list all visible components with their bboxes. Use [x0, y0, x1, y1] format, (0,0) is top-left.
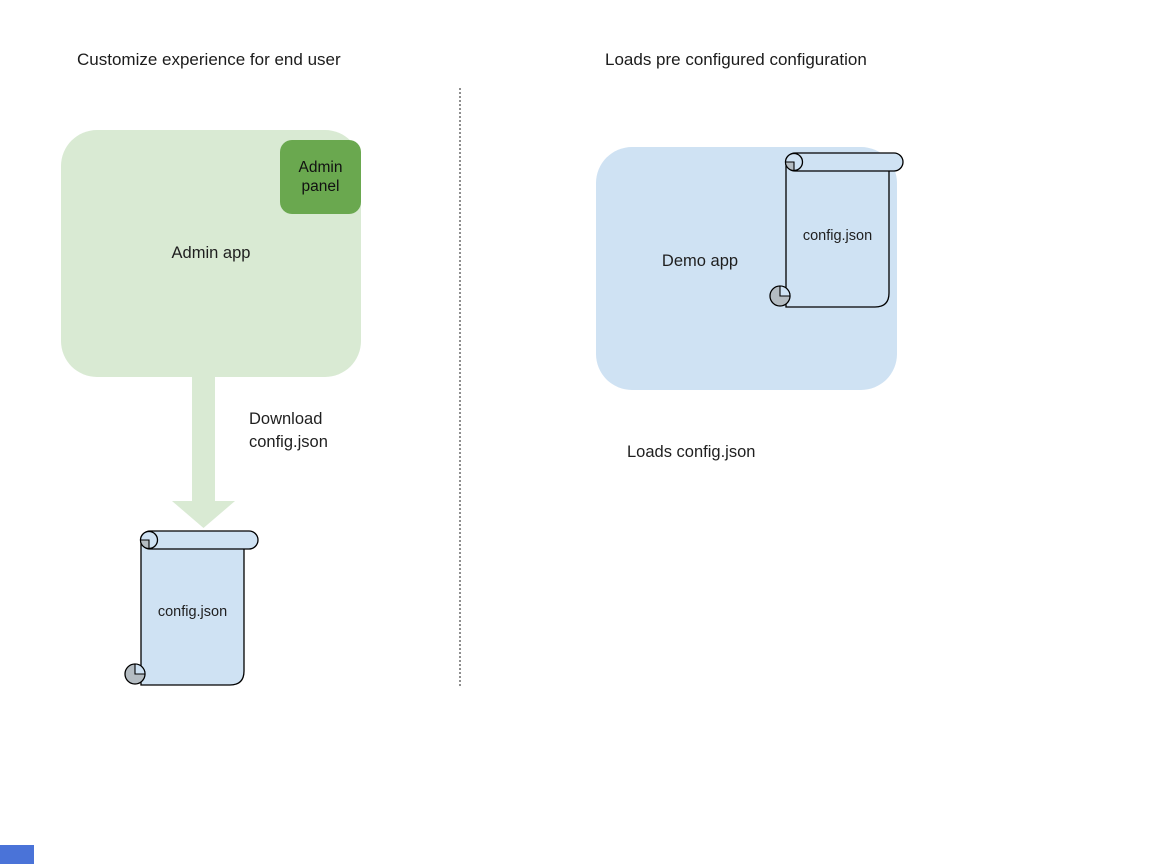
config-json-label-left: config.json: [157, 604, 228, 620]
section-divider: [459, 88, 461, 686]
left-section-title: Customize experience for end user: [77, 50, 341, 69]
scroll-document-icon: [124, 530, 259, 686]
download-arrow-icon: [172, 376, 235, 529]
scroll-document-icon: [769, 152, 904, 308]
admin-app-label: Admin app: [171, 244, 251, 262]
admin-panel-badge: Admin panel: [280, 140, 361, 214]
config-scroll-left: [121, 527, 261, 687]
config-scroll-right: [766, 149, 906, 309]
artifact-blue-rect: [0, 845, 34, 864]
loads-config-caption: Loads config.json: [627, 443, 756, 461]
config-json-label-right: config.json: [802, 228, 873, 244]
right-section-title: Loads pre configured configuration: [605, 50, 867, 69]
demo-app-label: Demo app: [661, 252, 739, 270]
admin-panel-label: Admin panel: [298, 159, 343, 195]
download-arrow-label: Download config.json: [249, 410, 328, 451]
